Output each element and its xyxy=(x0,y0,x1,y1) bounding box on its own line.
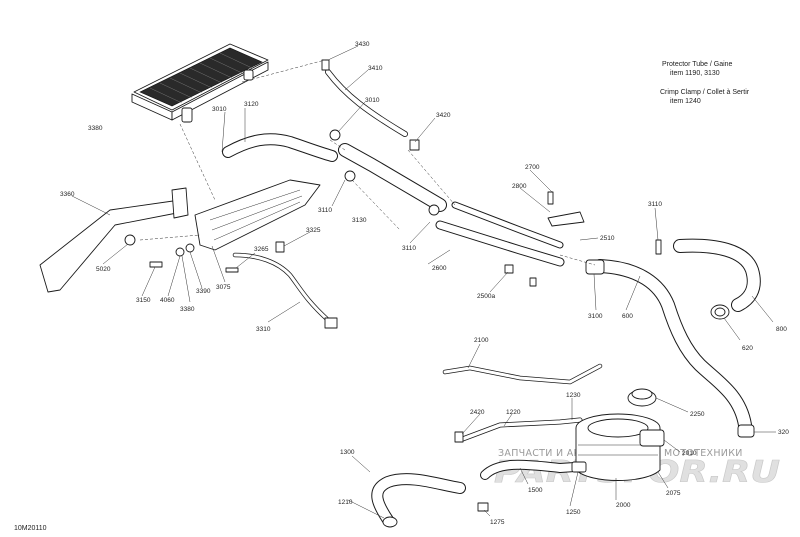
callout-2800: 2800 xyxy=(512,183,527,190)
callout-3430: 3430 xyxy=(355,41,370,48)
note-protector-items: item 1190, 3130 xyxy=(670,70,720,77)
callout-320: 320 xyxy=(778,429,789,436)
small-parts xyxy=(39,59,755,528)
note-protector-tube: Protector Tube / Gaine xyxy=(662,61,733,68)
callout-3360: 3360 xyxy=(60,191,75,198)
callout-2500a: 2500a xyxy=(477,293,495,300)
callout-5020: 5020 xyxy=(96,266,111,273)
callout-3150: 3150 xyxy=(136,297,151,304)
drawing-reference: 10M20110 xyxy=(14,525,47,532)
notes-block: Protector Tube / Gaine item 1190, 3130 C… xyxy=(660,61,750,105)
callout-3075: 3075 xyxy=(216,284,231,291)
callout-3100: 3100 xyxy=(588,313,603,320)
callout-1500: 1500 xyxy=(528,487,543,494)
note-crimp-items: item 1240 xyxy=(670,98,701,105)
callout-2010: 2010 xyxy=(682,450,697,457)
callout-600: 600 xyxy=(622,313,633,320)
callout-2000: 2000 xyxy=(616,502,631,509)
callout-2250: 2250 xyxy=(690,411,705,418)
radiator xyxy=(131,43,269,123)
callout-3390: 3390 xyxy=(196,288,211,295)
callout-1220: 1220 xyxy=(506,409,521,416)
callout-3120: 3120 xyxy=(244,101,259,108)
dashed-lines xyxy=(139,59,596,266)
callout-3380-lower: 3380 xyxy=(180,306,195,313)
hoses xyxy=(222,69,761,526)
callout-3110-lower: 3110 xyxy=(402,245,416,252)
leader-lines xyxy=(71,45,776,519)
callout-2700: 2700 xyxy=(525,164,540,171)
callout-3410: 3410 xyxy=(368,65,383,72)
callout-3420: 3420 xyxy=(436,112,451,119)
callout-3110-right: 3110 xyxy=(648,201,662,208)
callout-3130: 3130 xyxy=(352,217,367,224)
callout-3325: 3325 xyxy=(306,227,321,234)
callout-3010-top: 3010 xyxy=(365,97,380,104)
callout-labels: 3430 3410 3010 3420 3380 3010 3120 2700 … xyxy=(60,41,789,526)
callout-1230: 1230 xyxy=(566,392,581,399)
callout-2600: 2600 xyxy=(432,265,447,272)
callout-1210: 1210 xyxy=(338,499,353,506)
callout-3265: 3265 xyxy=(254,246,269,253)
callout-2100: 2100 xyxy=(474,337,489,344)
callout-4060: 4060 xyxy=(160,297,175,304)
note-crimp-clamp: Crimp Clamp / Collet à Sertir xyxy=(660,89,750,96)
callout-620: 620 xyxy=(742,345,753,352)
callout-3310: 3310 xyxy=(256,326,271,333)
callout-2420: 2420 xyxy=(470,409,485,416)
callout-3110-mid: 3110 xyxy=(318,207,332,214)
callout-2075: 2075 xyxy=(666,490,681,497)
callout-1250: 1250 xyxy=(566,509,581,516)
callout-2510: 2510 xyxy=(600,235,615,242)
callout-3010-left: 3010 xyxy=(212,106,227,113)
callout-800: 800 xyxy=(776,326,787,333)
callout-3380-radiator: 3380 xyxy=(88,125,103,132)
callout-1275: 1275 xyxy=(490,519,505,526)
callout-1300: 1300 xyxy=(340,449,355,456)
